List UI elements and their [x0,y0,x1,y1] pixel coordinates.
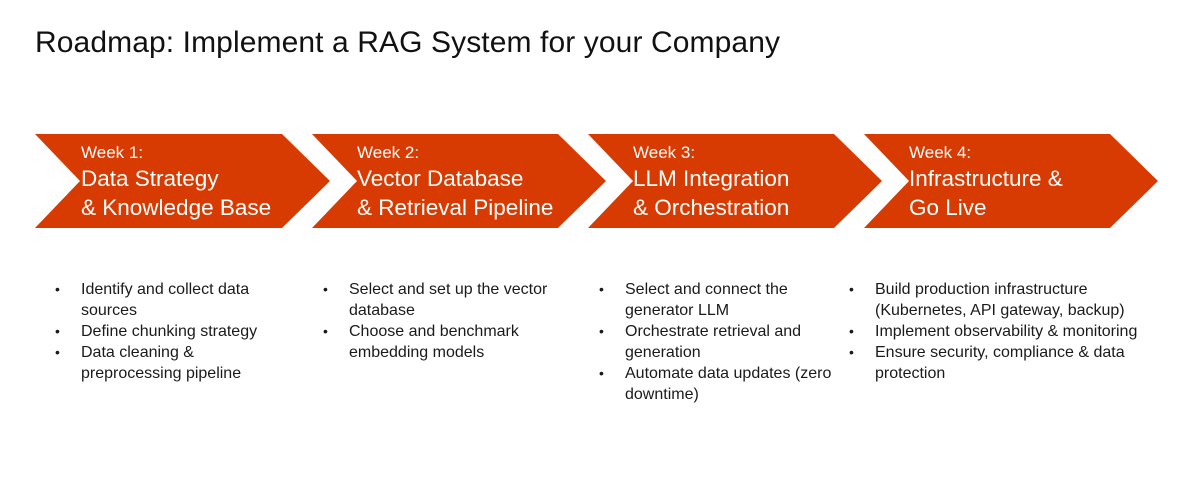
step-week-4: Week 4: Infrastructure & Go Live [909,142,1063,222]
step-name-line2: & Orchestration [633,195,790,220]
step-name-line2: & Knowledge Base [81,195,272,220]
bullet-list-week-2: •Select and set up the vector database •… [323,279,588,363]
step-name-line2: Go Live [909,195,987,220]
list-item: •Orchestrate retrieval and generation [599,323,802,361]
bullet-icon: • [599,365,604,381]
bullet-icon: • [323,323,328,339]
step-name-line1: Data Strategy [81,166,219,191]
list-item: •Choose and benchmark embedding models [323,323,519,361]
bullet-list-week-3: •Select and connect the generator LLM •O… [599,279,844,405]
list-item: •Define chunking strategy [55,323,258,340]
bullet-icon: • [849,281,854,297]
bullet-icon: • [849,323,854,339]
week-label: Week 2: [357,143,420,162]
step-week-1: Week 1: Data Strategy & Knowledge Base [81,142,271,222]
step-name-line2: & Retrieval Pipeline [357,195,554,220]
bullet-icon: • [849,344,854,360]
list-item: •Ensure security, compliance & data prot… [849,344,1125,382]
step-week-3: Week 3: LLM Integration & Orchestration [633,142,789,222]
bullet-icon: • [55,344,60,360]
list-item: •Select and set up the vector database [323,281,548,319]
chevron-week-2 [312,134,606,228]
step-week-2: Week 2: Vector Database & Retrieval Pipe… [357,142,553,222]
step-name-line1: LLM Integration [633,166,790,191]
page-title: Roadmap: Implement a RAG System for your… [35,26,781,59]
bullet-list-week-4: •Build production infrastructure (Kubern… [849,279,1139,384]
list-item: •Identify and collect data sources [55,281,250,319]
list-item: •Data cleaning & preprocessing pipeline [55,344,242,382]
step-name-line1: Vector Database [357,166,524,191]
chevron-week-3 [588,134,882,228]
step-name-line1: Infrastructure & [909,166,1063,191]
week-label: Week 1: [81,143,144,162]
week-label: Week 4: [909,143,972,162]
list-item: •Implement observability & monitoring [849,323,1138,340]
bullet-icon: • [55,323,60,339]
chevron-week-4 [864,134,1158,228]
bullet-list-week-1: •Identify and collect data sources •Defi… [55,279,295,384]
week-label: Week 3: [633,143,696,162]
list-item: •Select and connect the generator LLM [599,281,788,319]
list-item: •Automate data updates (zero downtime) [599,365,832,403]
list-item: •Build production infrastructure (Kubern… [849,281,1125,319]
bullet-icon: • [599,281,604,297]
bullet-icon: • [599,323,604,339]
chevron-week-1 [35,134,330,228]
bullet-icon: • [55,281,60,297]
bullet-icon: • [323,281,328,297]
